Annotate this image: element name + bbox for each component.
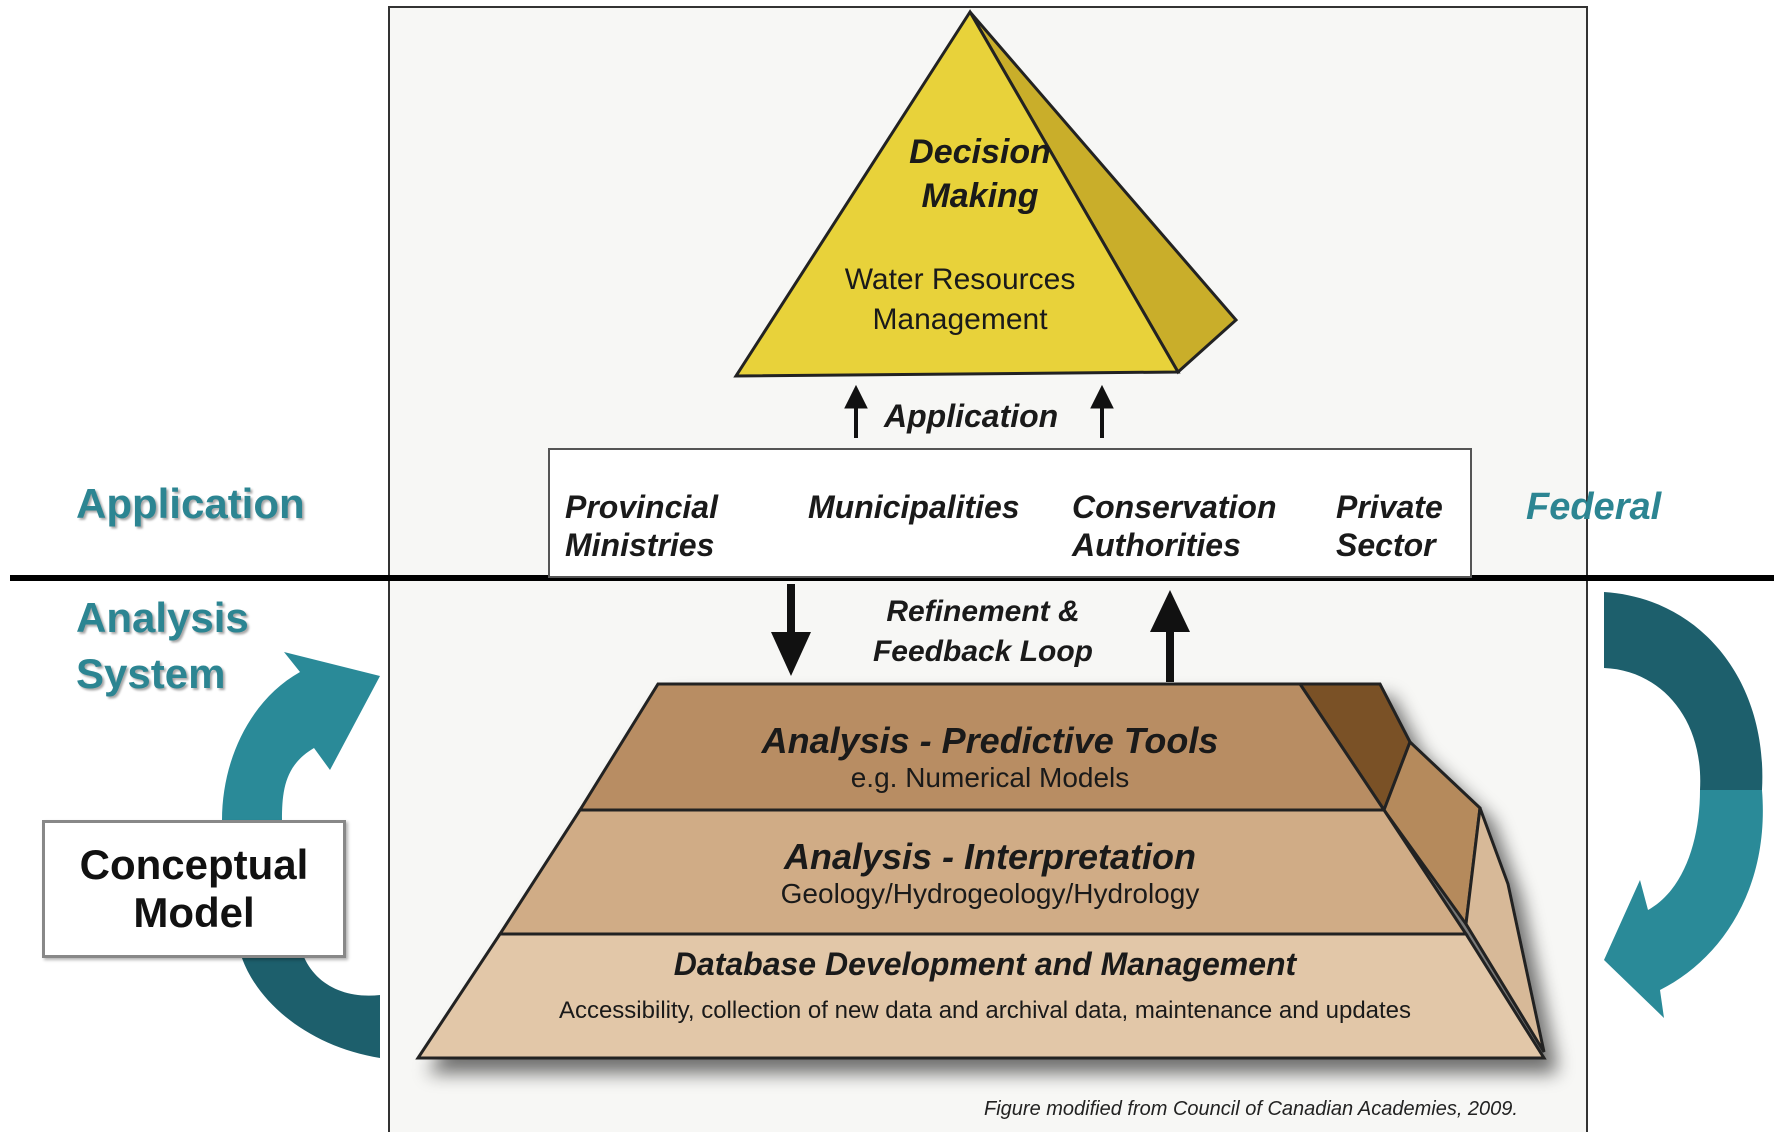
level-title: Database Development and Management: [673, 946, 1297, 982]
analysis-line1: Analysis: [76, 594, 249, 641]
agency-conservation-authorities: Conservation Authorities: [1072, 488, 1276, 564]
agency-private-sector: Private Sector: [1336, 488, 1443, 564]
feedback-arrows: [771, 584, 1190, 682]
analysis-line2: System: [76, 650, 226, 697]
water-line1: Water Resources: [844, 263, 1076, 296]
level-database: Database Development and Management Acce…: [480, 946, 1490, 1025]
agency-municipalities: Municipalities: [808, 488, 1020, 526]
analysis-system-side-label: Analysis System: [76, 590, 249, 702]
concept-line1: Conceptual: [79, 841, 309, 888]
agency-line1: Conservation: [1072, 489, 1277, 525]
application-arrows: [844, 384, 1114, 438]
water-line2: Management: [872, 303, 1048, 336]
level-title: Analysis - Predictive Tools: [761, 720, 1219, 761]
conceptual-model-label: Conceptual Model: [80, 841, 309, 937]
agency-line1: Provincial: [565, 489, 718, 525]
application-side-label: Application: [76, 480, 305, 527]
level-predictive-tools: Analysis - Predictive Tools e.g. Numeric…: [600, 720, 1380, 794]
analysis-pyramid: [415, 682, 1547, 1060]
conceptual-model-box: Conceptual Model: [42, 820, 346, 958]
level-interpretation: Analysis - Interpretation Geology/Hydrog…: [600, 836, 1380, 910]
application-arrow-label: Application: [884, 398, 1059, 434]
agency-line2: Sector: [1336, 527, 1436, 563]
agency-line2: Authorities: [1072, 527, 1241, 563]
agency-provincial-ministries: Provincial Ministries: [565, 488, 718, 564]
concept-line2: Model: [133, 889, 255, 936]
agency-line2: Ministries: [565, 527, 715, 563]
level-subtitle: Geology/Hydrogeology/Hydrology: [780, 878, 1200, 909]
decision-title-line2: Making: [921, 177, 1039, 215]
feedback-loop-label: Refinement & Feedback Loop: [848, 592, 1118, 672]
left-cycle-arrow: [222, 652, 380, 1058]
water-resources-label: Water Resources Management: [820, 260, 1100, 340]
feedback-line2: Feedback Loop: [872, 635, 1094, 668]
level-subtitle: Accessibility, collection of new data an…: [558, 997, 1412, 1024]
level-title: Analysis - Interpretation: [783, 836, 1197, 877]
agency-box: [548, 448, 1472, 578]
right-cycle-arrow: [1604, 592, 1763, 1018]
agency-line1: Private: [1336, 489, 1443, 525]
figure-caption: Figure modified from Council of Canadian…: [984, 1098, 1518, 1120]
decision-making-triangle: [733, 9, 1239, 378]
federal-label: Federal: [1526, 486, 1662, 528]
decision-making-title: Decision Making: [880, 130, 1080, 218]
feedback-line1: Refinement &: [886, 595, 1080, 628]
level-subtitle: e.g. Numerical Models: [850, 762, 1130, 793]
agency-line1: Municipalities: [808, 489, 1020, 525]
decision-title-line1: Decision: [909, 133, 1051, 171]
